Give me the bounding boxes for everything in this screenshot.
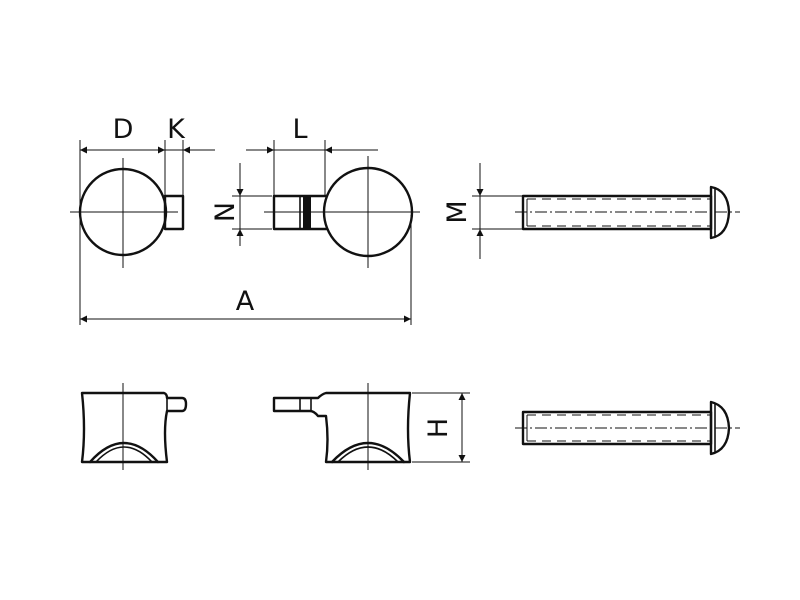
label-d: D: [113, 114, 134, 145]
left-cam-top-view: [70, 158, 185, 268]
dimension-l: L: [246, 114, 378, 196]
right-cam-side-view: [272, 383, 412, 470]
bolt-top-view: [515, 185, 740, 240]
bolt-side-view: [515, 400, 740, 456]
left-cam-side-view: [80, 383, 188, 470]
label-a: A: [236, 286, 255, 317]
label-h: H: [423, 418, 454, 438]
dimension-h: H: [412, 392, 470, 463]
dimension-a: A: [79, 215, 412, 325]
right-cam-top-view: [264, 156, 420, 268]
dimension-n: N: [210, 163, 272, 246]
label-k: K: [167, 114, 186, 145]
label-n: N: [210, 202, 241, 222]
dimension-m: M: [442, 163, 523, 259]
dimension-k: K: [165, 114, 215, 196]
label-m: M: [442, 200, 473, 223]
dimension-d: D: [79, 114, 166, 205]
label-l: L: [292, 114, 307, 145]
